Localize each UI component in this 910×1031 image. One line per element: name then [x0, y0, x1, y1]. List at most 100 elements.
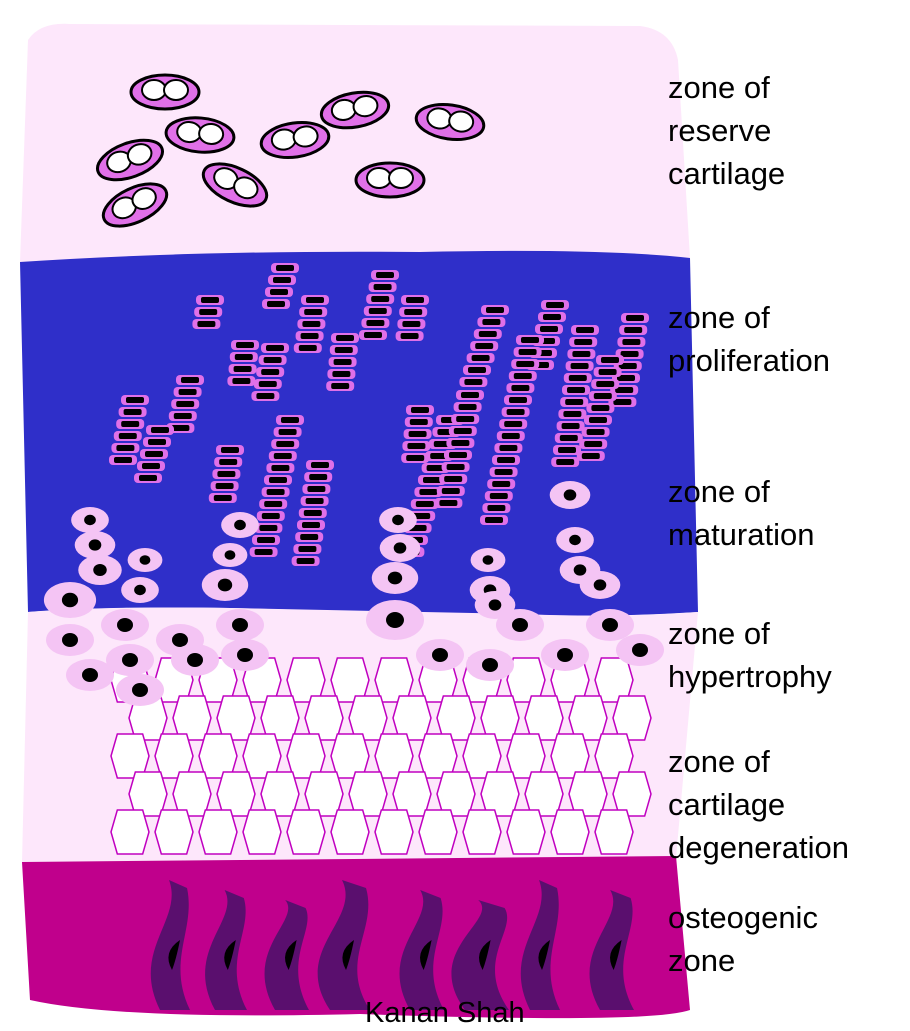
cell-nucleus: [371, 296, 389, 302]
cell-nucleus: [256, 393, 274, 399]
chondrocyte: [164, 80, 188, 100]
cell-nucleus: [302, 522, 320, 528]
cell-nucleus: [394, 542, 407, 553]
cell-nucleus: [444, 476, 462, 482]
cell-nucleus: [264, 501, 282, 507]
cell-nucleus: [582, 453, 600, 459]
cell-nucleus: [482, 658, 498, 672]
cell-nucleus: [304, 309, 322, 315]
cell-nucleus: [516, 361, 534, 367]
degenerating-cell: [551, 810, 589, 854]
cell-nucleus: [497, 457, 515, 463]
degenerating-cell: [243, 810, 281, 854]
cell-nucleus: [482, 319, 500, 325]
cell-nucleus: [179, 389, 197, 395]
chondrocyte: [389, 168, 413, 188]
cell-nucleus: [602, 618, 618, 632]
cell-nucleus: [201, 297, 219, 303]
degenerating-cell: [111, 810, 149, 854]
cell-nucleus: [145, 451, 163, 457]
cell-nucleus: [386, 612, 404, 628]
cell-nucleus: [632, 643, 648, 657]
cell-nucleus: [62, 633, 78, 647]
cell-nucleus: [560, 435, 578, 441]
cell-nucleus: [512, 618, 528, 632]
label-degeneration-zone: zone of cartilage degeneration: [668, 740, 849, 869]
label-osteogenic-zone: osteogenic zone: [668, 896, 818, 982]
degenerating-cell: [287, 810, 325, 854]
degenerating-cell: [507, 810, 545, 854]
cell-nucleus: [114, 457, 132, 463]
cell-nucleus: [546, 302, 564, 308]
cell-nucleus: [119, 433, 137, 439]
cell-nucleus: [574, 339, 592, 345]
degenerating-cell: [155, 810, 193, 854]
cell-nucleus: [406, 455, 424, 461]
cell-nucleus: [594, 579, 607, 590]
degenerating-cell: [419, 810, 457, 854]
cell-nucleus: [234, 520, 246, 530]
cell-nucleus: [335, 347, 353, 353]
cell-nucleus: [124, 409, 142, 415]
cell-nucleus: [217, 471, 235, 477]
cell-nucleus: [307, 486, 325, 492]
degenerating-cell: [375, 810, 413, 854]
cell-nucleus: [216, 483, 234, 489]
cell-nucleus: [269, 477, 287, 483]
cell-nucleus: [519, 349, 537, 355]
cell-nucleus: [511, 385, 529, 391]
cell-nucleus: [461, 392, 479, 398]
cell-nucleus: [302, 321, 320, 327]
cell-nucleus: [449, 452, 467, 458]
cell-nucleus: [483, 555, 494, 565]
cell-nucleus: [176, 401, 194, 407]
cell-nucleus: [334, 359, 352, 365]
degenerating-cell: [463, 810, 501, 854]
cell-nucleus: [564, 489, 577, 500]
cell-nucleus: [401, 333, 419, 339]
cell-nucleus: [306, 297, 324, 303]
label-hypertrophy-zone: zone of hypertrophy: [668, 612, 832, 698]
cell-nucleus: [267, 301, 285, 307]
cell-nucleus: [82, 668, 98, 682]
cell-nucleus: [259, 525, 277, 531]
cell-nucleus: [456, 416, 474, 422]
cell-nucleus: [311, 462, 329, 468]
cell-nucleus: [411, 407, 429, 413]
degenerating-cell: [331, 810, 369, 854]
chondrocyte: [367, 168, 391, 188]
cell-nucleus: [587, 429, 605, 435]
cell-nucleus: [558, 447, 576, 453]
cell-nucleus: [267, 489, 285, 495]
cell-nucleus: [270, 289, 288, 295]
cell-nucleus: [419, 489, 437, 495]
cell-nucleus: [459, 404, 477, 410]
cell-nucleus: [276, 265, 294, 271]
cell-nucleus: [557, 648, 573, 662]
cell-nucleus: [562, 423, 580, 429]
cell-nucleus: [197, 321, 215, 327]
cell-nucleus: [624, 327, 642, 333]
cell-nucleus: [540, 326, 558, 332]
cell-nucleus: [576, 327, 594, 333]
cell-nucleus: [214, 495, 232, 501]
reserve-cell-pair: [356, 163, 424, 197]
chondrocyte: [142, 80, 166, 100]
cell-nucleus: [416, 501, 434, 507]
degenerating-cell: [199, 810, 237, 854]
cell-nucleus: [489, 599, 502, 610]
cell-nucleus: [126, 397, 144, 403]
cell-nucleus: [402, 321, 420, 327]
cell-nucleus: [151, 427, 169, 433]
cell-nucleus: [569, 535, 581, 545]
cell-nucleus: [62, 593, 78, 607]
cell-nucleus: [181, 377, 199, 383]
cell-nucleus: [259, 381, 277, 387]
cell-nucleus: [404, 309, 422, 315]
cell-nucleus: [622, 339, 640, 345]
cell-nucleus: [297, 558, 315, 564]
cell-nucleus: [301, 333, 319, 339]
cell-nucleus: [464, 379, 482, 385]
cell-nucleus: [142, 463, 160, 469]
